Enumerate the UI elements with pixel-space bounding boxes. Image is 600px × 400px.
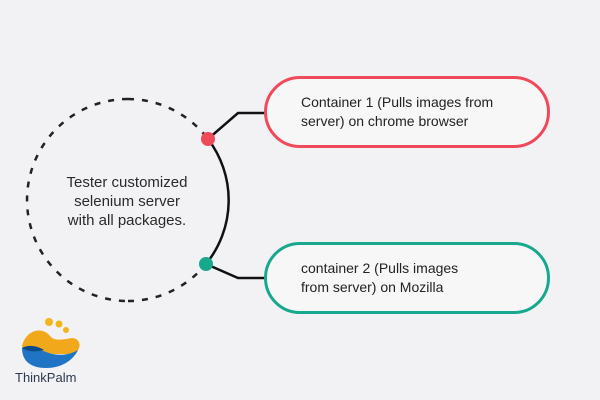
server-description: Tester customized selenium server with a… xyxy=(42,173,212,230)
container-2-line: from server) on Mozilla xyxy=(301,279,444,295)
server-circle-dashed-arc xyxy=(25,97,129,303)
thinkpalm-logo-icon xyxy=(22,318,80,368)
container-2-text: container 2 (Pulls images from server) o… xyxy=(301,259,458,297)
container-1-box: Container 1 (Pulls images from server) o… xyxy=(264,76,550,148)
container-2-box: container 2 (Pulls images from server) o… xyxy=(264,242,550,314)
logo-text: ThinkPalm xyxy=(15,370,77,385)
connector-line-2 xyxy=(205,262,266,280)
server-circle-dashed-arc-top xyxy=(127,97,209,140)
server-circle-dashed-arc-bottom xyxy=(127,263,207,303)
server-circle-solid-arc xyxy=(205,138,230,265)
container-1-text: Container 1 (Pulls images from server) o… xyxy=(301,93,493,131)
connector-dot-red xyxy=(201,132,215,146)
connector-dot-green xyxy=(199,257,213,271)
container-2-line: container 2 (Pulls images xyxy=(301,260,459,276)
connector-line-1 xyxy=(207,111,266,140)
server-description-line: with all packages. xyxy=(67,212,187,229)
container-1-line: Container 1 (Pulls images from xyxy=(301,94,494,110)
server-description-line: Tester customized xyxy=(66,174,188,191)
server-description-line: selenium server xyxy=(74,193,180,210)
container-1-line: server) on chrome browser xyxy=(301,113,469,129)
